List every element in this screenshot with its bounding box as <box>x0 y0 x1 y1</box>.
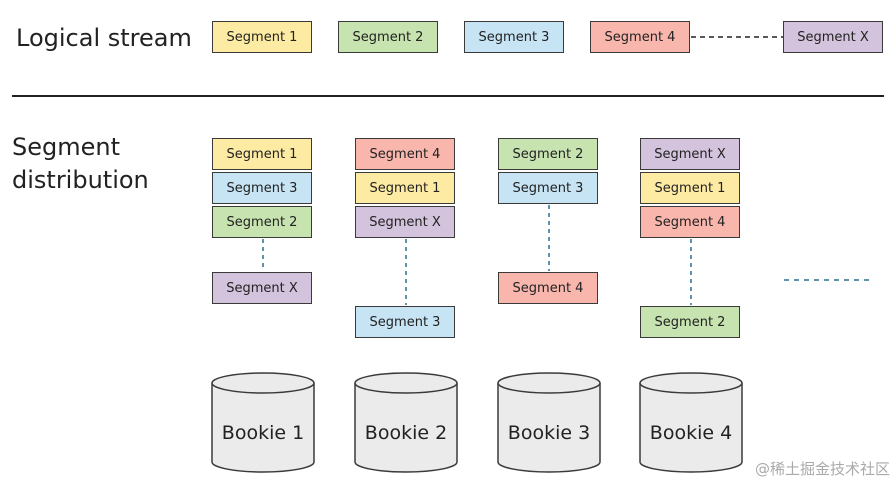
col1-segment-2: Segment 2 <box>212 206 312 238</box>
watermark: @稀土掘金技术社区 <box>754 460 890 478</box>
col4-segment-2: Segment 2 <box>640 306 740 338</box>
logical-stream-label: Logical stream <box>16 24 192 52</box>
logical-segment-2: Segment 2 <box>338 21 438 53</box>
col3-segment-4: Segment 4 <box>498 272 598 304</box>
bookie-2-cylinder <box>354 372 458 473</box>
col2-segment-1: Segment 1 <box>355 172 455 204</box>
logical-segment-1: Segment 1 <box>212 21 312 53</box>
logical-segment-4: Segment 4 <box>590 21 690 53</box>
bookie-1-label: Bookie 1 <box>221 422 305 444</box>
col3-segment-3: Segment 3 <box>498 172 598 204</box>
logical-segment-3: Segment 3 <box>464 21 564 53</box>
section-divider <box>12 95 884 97</box>
col4-segment-1: Segment 1 <box>640 172 740 204</box>
bookie-4-cylinder <box>639 372 743 473</box>
logical-segment-x: Segment X <box>783 21 883 53</box>
bookie-1-cylinder <box>211 372 315 473</box>
bookie-3-cylinder <box>497 372 601 473</box>
segment-distribution-label-line1: Segment <box>12 133 120 161</box>
col2-segment-x: Segment X <box>355 206 455 238</box>
col2-segment-3: Segment 3 <box>355 306 455 338</box>
col3-segment-2: Segment 2 <box>498 138 598 170</box>
col2-segment-4: Segment 4 <box>355 138 455 170</box>
col1-segment-x: Segment X <box>212 272 312 304</box>
col4-segment-x: Segment X <box>640 138 740 170</box>
bookie-2-label: Bookie 2 <box>364 422 448 444</box>
bookie-3-label: Bookie 3 <box>507 422 591 444</box>
col1-segment-3: Segment 3 <box>212 172 312 204</box>
col4-segment-4: Segment 4 <box>640 206 740 238</box>
col1-segment-1: Segment 1 <box>212 138 312 170</box>
bookie-4-label: Bookie 4 <box>649 422 733 444</box>
segment-distribution-label-line2: distribution <box>12 166 149 194</box>
